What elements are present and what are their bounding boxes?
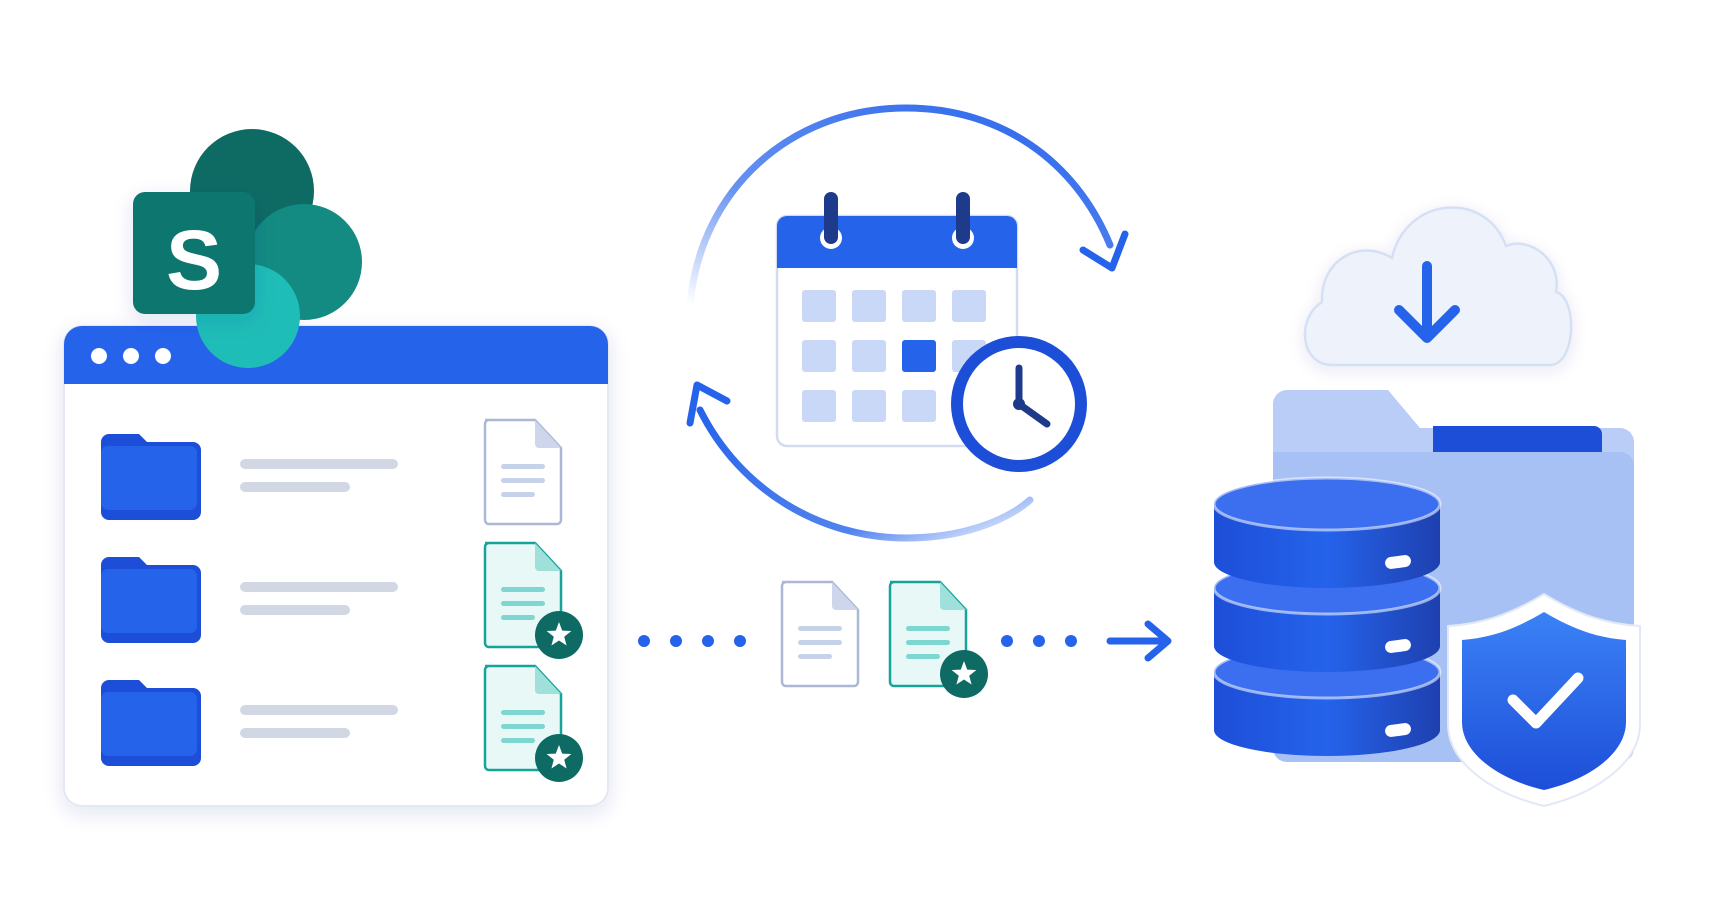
row-meta-placeholder [240,482,350,492]
document-library-window [63,325,609,807]
backup-storage-group [1212,206,1641,808]
disk-indicator-light [1385,723,1411,737]
disk-indicator-light [1385,555,1411,569]
row-meta-placeholder [240,605,350,615]
document-icon[interactable] [780,580,860,688]
document-icon[interactable] [483,418,563,526]
flow-dot [1001,635,1013,647]
flow-dot [1033,635,1045,647]
calendar-grid [802,290,986,422]
calendar-day [802,340,836,372]
starred-document-icon[interactable] [483,664,583,782]
calendar-day [902,290,936,322]
transfer-files [780,580,988,698]
window-dot-icon[interactable] [155,348,171,364]
library-row[interactable] [101,541,583,659]
transfer-flow [638,580,1172,698]
calendar-day [902,390,936,422]
database-icon [1212,476,1442,756]
logo-letter: S [166,213,222,307]
sync-arrow-top [686,104,1114,309]
calendar-day [952,290,986,322]
folder-icon[interactable] [101,680,201,766]
library-row[interactable] [101,664,583,782]
library-row[interactable] [101,418,563,526]
flow-dot [670,635,682,647]
calendar-day-selected [902,340,936,372]
library-rows [101,418,583,782]
calendar-day [802,390,836,422]
window-title-bar[interactable] [64,326,608,384]
calendar-day [852,340,886,372]
row-meta-placeholder [240,728,350,738]
flow-dot [638,635,650,647]
row-title-placeholder [240,582,398,592]
starred-document-icon[interactable] [483,541,583,659]
cloud-download-icon [1303,206,1573,367]
row-title-placeholder [240,459,398,469]
database-disk [1212,476,1442,588]
sync-arrowhead-icon [686,381,731,427]
window-dot-icon[interactable] [123,348,139,364]
folder-icon[interactable] [101,557,201,643]
row-title-placeholder [240,705,398,715]
schedule-sync-group [686,104,1129,542]
folder-icon[interactable] [101,434,201,520]
flow-dot [1065,635,1077,647]
flow-dot [734,635,746,647]
flow-dot [702,635,714,647]
calendar-day [802,290,836,322]
shield-check-icon [1447,592,1641,808]
calendar-day [852,390,886,422]
sync-arrow-bottom [696,406,1034,542]
sharepoint-logo-icon: S [133,129,362,368]
disk-indicator-light [1385,639,1411,653]
window-dot-icon[interactable] [91,348,107,364]
starred-document-icon[interactable] [888,580,988,698]
sync-arrowhead-icon [1079,230,1129,272]
calendar-day [852,290,886,322]
arrow-right-icon [1106,620,1172,662]
clock-icon [951,336,1087,472]
